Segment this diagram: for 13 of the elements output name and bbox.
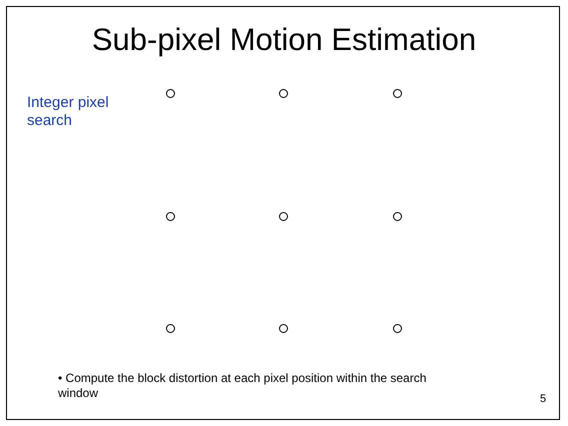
pixel-position-circle: [393, 89, 402, 98]
page-number: 5: [540, 393, 546, 405]
pixel-position-circle: [166, 89, 175, 98]
side-label: Integer pixel search: [27, 94, 110, 130]
pixel-position-circle: [166, 324, 175, 333]
pixel-position-circle: [279, 324, 288, 333]
bullet-text: • Compute the block distortion at each pixel position within the search window: [58, 371, 428, 401]
pixel-position-circle: [279, 212, 288, 221]
pixel-position-circle: [393, 324, 402, 333]
pixel-position-circle: [279, 89, 288, 98]
pixel-position-circle: [393, 212, 402, 221]
pixel-position-circle: [166, 212, 175, 221]
slide-title: Sub-pixel Motion Estimation: [90, 22, 478, 58]
